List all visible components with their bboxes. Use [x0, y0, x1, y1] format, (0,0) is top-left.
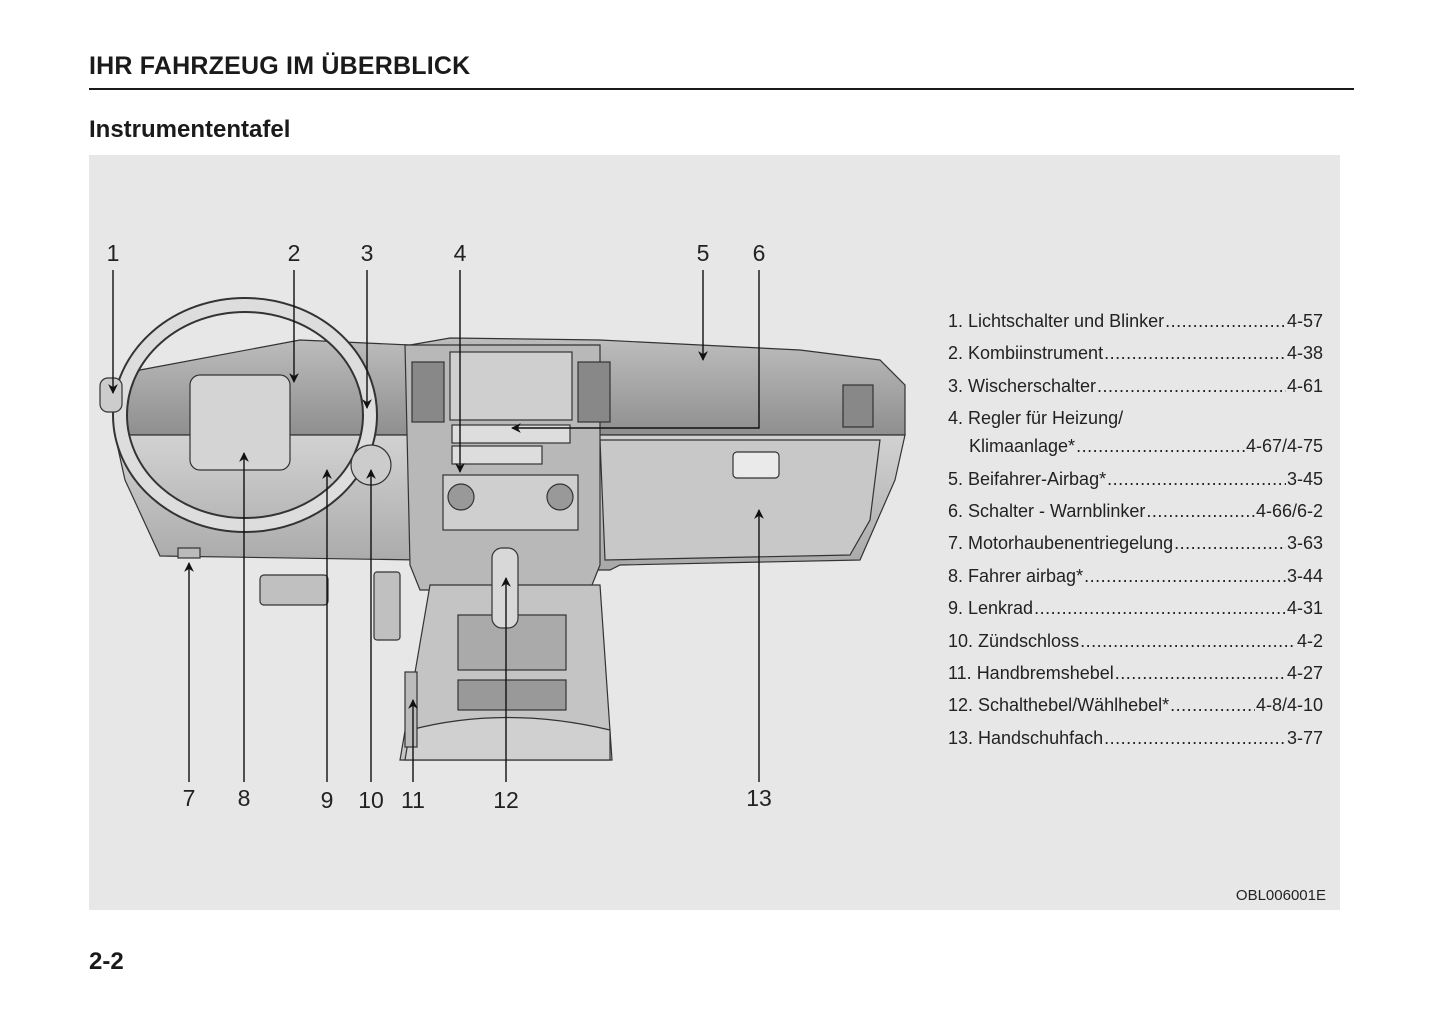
legend-page: 4-2 [1296, 630, 1323, 651]
clock-display [451, 445, 543, 465]
legend-page: 3-63 [1286, 533, 1323, 554]
legend-label: 13. Handschuhfach [948, 727, 1104, 748]
hood-release [177, 547, 201, 559]
legend-page: 4-67/4-75 [1245, 436, 1323, 457]
legend-item: 5. Beifahrer-Airbag* 3-45 [948, 469, 1323, 501]
header-rule [89, 88, 1354, 90]
gear-lever [491, 547, 519, 629]
legend-item: 10. Zündschloss 4-2 [948, 631, 1323, 663]
figure-code: OBL006001E [1235, 887, 1326, 904]
callout-3: 3 [360, 240, 374, 266]
legend-label: 3. Wischerschalter [948, 375, 1097, 396]
brake-pedal [259, 574, 329, 606]
legend-label: 4. Regler für Heizung/ [948, 408, 1124, 429]
legend-page: 3-77 [1286, 727, 1323, 748]
legend-item: 9. Lenkrad 4-31 [948, 598, 1323, 630]
leader-dots [1097, 376, 1286, 397]
leader-dots [1165, 311, 1286, 332]
leader-dots [1034, 598, 1286, 619]
callout-5: 5 [696, 240, 710, 266]
leader-dots [1104, 728, 1286, 749]
callout-12: 12 [493, 787, 519, 813]
leader-dots [1115, 663, 1286, 684]
climate-knob-right [546, 483, 574, 511]
section-title: IHR FAHRZEUG IM ÜBERBLICK [89, 52, 471, 80]
legend-page: 4-57 [1286, 311, 1323, 331]
leader-dots [1170, 695, 1255, 716]
legend-item-continued: Klimaanlage* 4-67/4-75 [948, 436, 1323, 468]
page-subtitle: Instrumententafel [89, 116, 291, 143]
nav-screen [449, 351, 573, 421]
handbrake-lever [404, 671, 418, 748]
legend-item: 6. Schalter - Warnblinker 4-66/6-2 [948, 501, 1323, 533]
legend-item: 1. Lichtschalter und Blinker 4-57 [948, 311, 1323, 343]
callout-7: 7 [182, 785, 196, 811]
legend-label: 6. Schalter - Warnblinker [948, 500, 1146, 521]
legend-page: 4-38 [1286, 343, 1323, 364]
page-number: 2-2 [89, 948, 124, 975]
leader-dots [1076, 436, 1245, 457]
legend-item: 3. Wischerschalter 4-61 [948, 376, 1323, 408]
driver-airbag [189, 374, 291, 471]
legend-item: 8. Fahrer airbag* 3-44 [948, 566, 1323, 598]
legend-item: 4. Regler für Heizung/ [948, 408, 1323, 436]
light-switch-stalk [99, 377, 123, 413]
callout-13: 13 [746, 785, 772, 811]
passenger-vent [842, 384, 874, 428]
seat-edge [404, 716, 611, 761]
legend-page: 3-45 [1286, 468, 1323, 489]
callout-4: 4 [453, 240, 467, 266]
legend-item: 2. Kombiinstrument 4-38 [948, 343, 1323, 375]
leader-dots [1146, 501, 1255, 522]
leader-dots [1080, 631, 1296, 652]
climate-knob-left [447, 483, 475, 511]
glove-box [599, 439, 881, 561]
legend-page: 3-44 [1286, 565, 1323, 586]
leader-dots [1104, 343, 1286, 364]
callout-8: 8 [237, 785, 251, 811]
legend-label: 11. Handbremshebel [948, 662, 1114, 683]
callout-1: 1 [106, 240, 120, 266]
legend-page: 4-61 [1286, 375, 1323, 396]
right-vent [577, 361, 611, 423]
leader-dots [1174, 533, 1286, 554]
legend-item: 7. Motorhaubenentriegelung 3-63 [948, 533, 1323, 565]
legend-label: 5. Beifahrer-Airbag* [948, 468, 1107, 489]
legend-page: 4-8/4-10 [1255, 695, 1323, 716]
left-vent [411, 361, 445, 423]
glove-box-handle [732, 451, 780, 479]
callout-10: 10 [358, 787, 384, 813]
legend-item: 13. Handschuhfach 3-77 [948, 728, 1323, 760]
legend-item: 12. Schalthebel/Wählhebel* 4-8/4-10 [948, 695, 1323, 727]
callout-11: 11 [401, 787, 425, 813]
accelerator-pedal [373, 571, 401, 641]
callout-9: 9 [320, 787, 334, 813]
legend-page: 4-66/6-2 [1255, 500, 1323, 521]
legend-item: 11. Handbremshebel 4-27 [948, 663, 1323, 695]
legend-label: 1. Lichtschalter und Blinker [948, 311, 1165, 331]
legend-label: 2. Kombiinstrument [948, 343, 1104, 364]
legend-page: 4-27 [1286, 662, 1323, 683]
legend-list: 1. Lichtschalter und Blinker 4-57 2. Komb… [948, 311, 1323, 760]
callout-2: 2 [287, 240, 301, 266]
legend-label: 7. Motorhaubenentriegelung [948, 533, 1174, 554]
hazard-switch-row [451, 424, 571, 444]
legend-page: 4-31 [1286, 598, 1323, 619]
legend-label: Klimaanlage* [969, 436, 1076, 457]
legend-label: 8. Fahrer airbag* [948, 565, 1084, 586]
leader-dots [1084, 566, 1286, 587]
legend-label: 9. Lenkrad [948, 598, 1034, 619]
callout-6: 6 [752, 240, 766, 266]
legend-label: 10. Zündschloss [948, 630, 1080, 651]
callout-lines [108, 270, 764, 782]
cup-holder [457, 679, 567, 711]
leader-dots [1107, 469, 1286, 490]
legend-label: 12. Schalthebel/Wählhebel* [948, 695, 1170, 716]
